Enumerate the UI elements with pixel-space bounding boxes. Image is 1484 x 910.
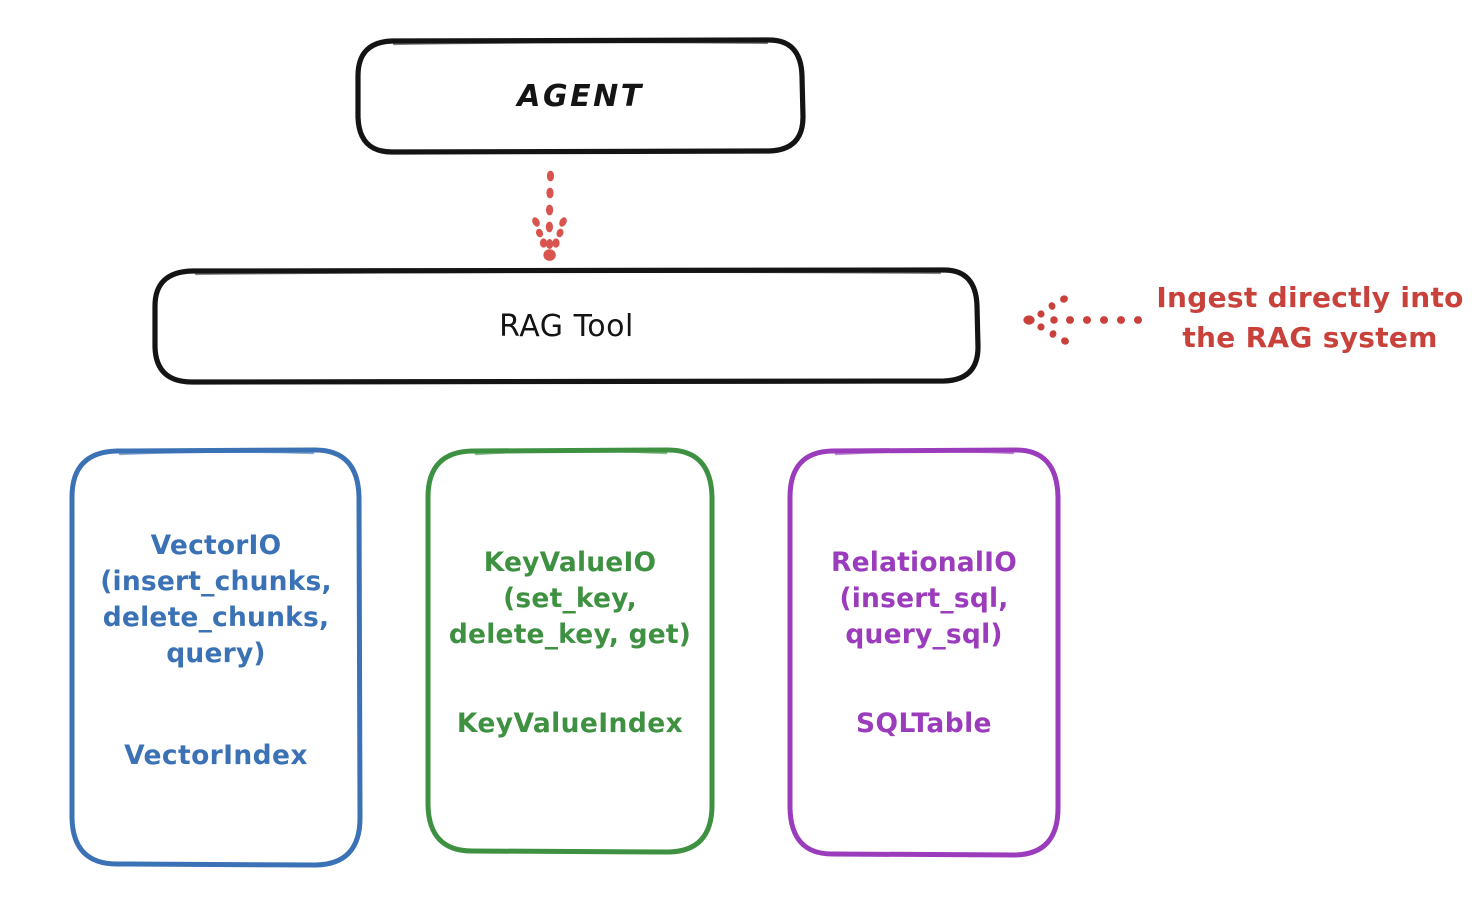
dotted-arrow-left-icon xyxy=(1023,295,1142,345)
agent-box-shape xyxy=(355,37,806,155)
vector-io-box-shape xyxy=(69,447,363,868)
key-value-io-box-shape xyxy=(425,447,715,855)
ingest-annotation-label: Ingest directly into the RAG system xyxy=(1156,281,1464,354)
rag-tool-box-shape xyxy=(152,267,981,385)
key-value-io-node[interactable] xyxy=(428,450,712,852)
relational-io-box-shape xyxy=(787,447,1061,858)
vector-io-node[interactable] xyxy=(72,450,360,865)
relational-io-node[interactable] xyxy=(790,450,1058,855)
dotted-arrow-down-icon xyxy=(532,170,567,261)
